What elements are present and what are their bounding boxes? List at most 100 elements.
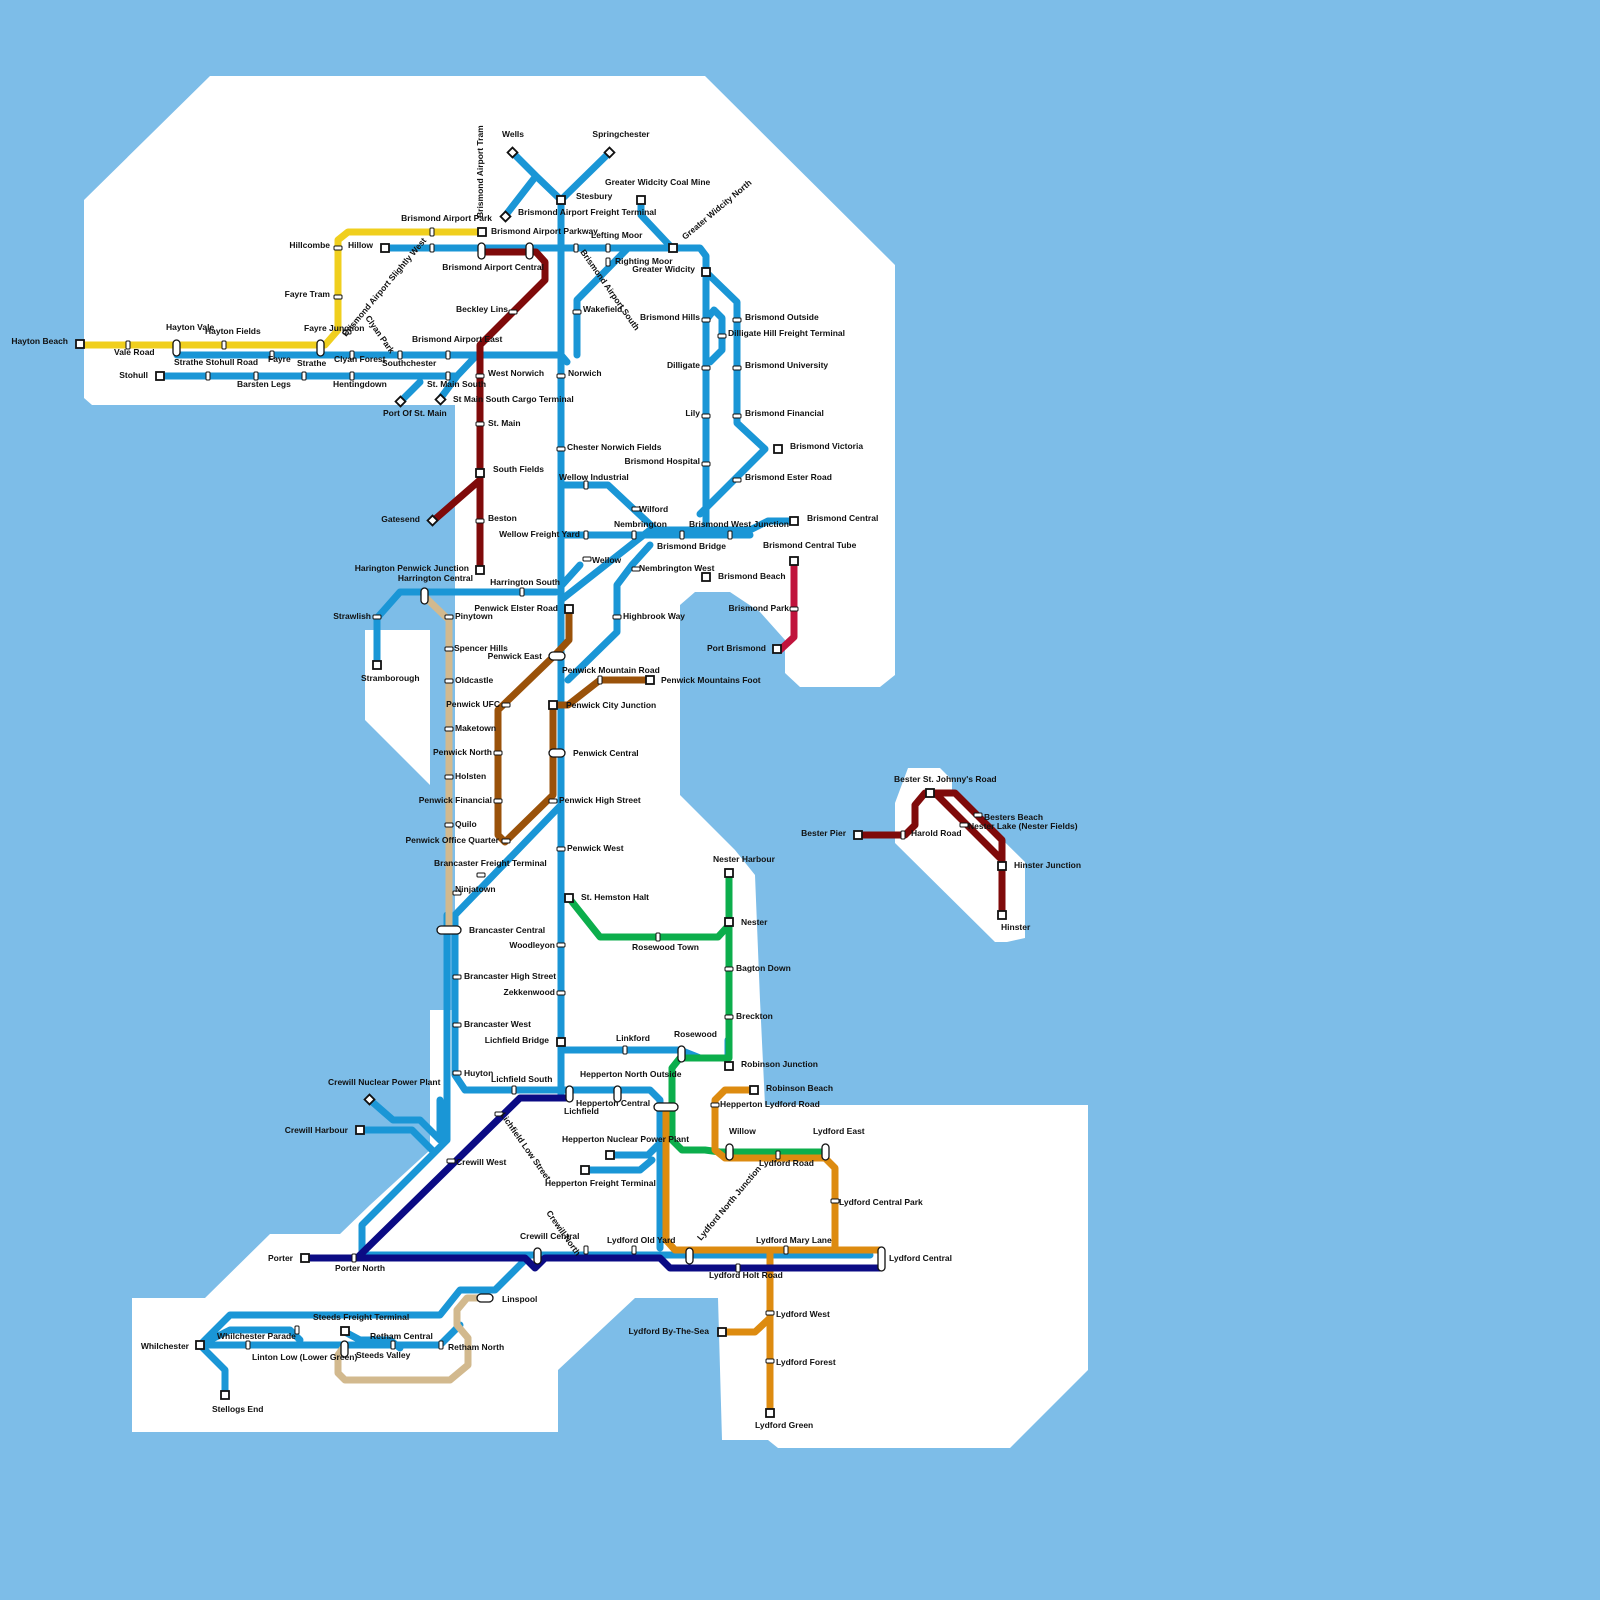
stop-ninjatown[interactable]: [452, 890, 462, 896]
stop-barsten-legs[interactable]: [253, 371, 259, 381]
stop-porter-north[interactable]: [351, 1253, 357, 1263]
stop-quilo[interactable]: [444, 822, 454, 828]
stop-linkford[interactable]: [622, 1045, 628, 1055]
stop-st-main[interactable]: [475, 421, 485, 427]
station-central-tube[interactable]: [789, 556, 799, 566]
station-steeds-valley[interactable]: [340, 1340, 349, 1358]
stop-brismond-west-junction[interactable]: [727, 530, 733, 540]
stop-lydford-old-yard[interactable]: [631, 1245, 637, 1255]
station-stramborough[interactable]: [372, 660, 382, 670]
station-lydford-central[interactable]: [877, 1246, 886, 1272]
stop-highbrook[interactable]: [612, 614, 622, 620]
stop-clyan-park[interactable]: [342, 329, 352, 335]
stop-brismond-hills[interactable]: [701, 317, 711, 323]
station-freight-terminal[interactable]: [499, 210, 512, 223]
station-stellogs-end[interactable]: [220, 1390, 230, 1400]
station-crewill-nuclear[interactable]: [363, 1093, 376, 1106]
station-rosewood[interactable]: [677, 1045, 686, 1063]
stop-lichfield-south[interactable]: [511, 1085, 517, 1095]
stop-brismond-outside[interactable]: [732, 317, 742, 323]
station-nester-harbour[interactable]: [724, 868, 734, 878]
station-hinster-junction[interactable]: [997, 861, 1007, 871]
stop-brismond-financial[interactable]: [732, 413, 742, 419]
stop-clyan-forest[interactable]: [349, 350, 355, 360]
stop-wilford[interactable]: [631, 506, 641, 512]
stop-brancaster-west[interactable]: [452, 1022, 462, 1028]
station-hepperton-central[interactable]: [613, 1085, 622, 1103]
stop-penwick-north[interactable]: [493, 750, 503, 756]
stop-maketown[interactable]: [444, 726, 454, 732]
stop-fayre-tram[interactable]: [333, 294, 343, 300]
stop-harold-road[interactable]: [900, 830, 906, 840]
station-airport-central[interactable]: [525, 242, 534, 260]
station-lichfield-bridge[interactable]: [556, 1037, 566, 1047]
station-hillow[interactable]: [380, 243, 390, 253]
stop-bagton-down[interactable]: [724, 966, 734, 972]
stop-lily[interactable]: [701, 413, 711, 419]
station-brancaster-central[interactable]: [436, 925, 462, 935]
station-penwick-central[interactable]: [548, 748, 566, 758]
stop-vale-road[interactable]: [125, 340, 131, 350]
stop-strawlish[interactable]: [372, 614, 382, 620]
stop-crewill-north[interactable]: [583, 1245, 589, 1255]
stop-breckton[interactable]: [724, 1014, 734, 1020]
station-airport-parkway[interactable]: [477, 242, 486, 260]
stop-lichfield-low-street[interactable]: [494, 1111, 504, 1117]
stop-airport-east[interactable]: [445, 350, 451, 360]
station-stohull[interactable]: [155, 371, 165, 381]
stop-lefting-moor[interactable]: [605, 243, 611, 253]
stop-wellow-industrial[interactable]: [583, 480, 589, 490]
station-coal-mine[interactable]: [636, 195, 646, 205]
station-airport-park[interactable]: [477, 227, 487, 237]
station-lydford-bts[interactable]: [717, 1327, 727, 1337]
stop-spencer-hills[interactable]: [444, 646, 454, 652]
station-greater-widcity[interactable]: [701, 267, 711, 277]
station-crewill-central[interactable]: [533, 1247, 542, 1265]
stop-west-norwich[interactable]: [475, 373, 485, 379]
station-penwick-east[interactable]: [548, 651, 566, 661]
station-greater-widcity-north[interactable]: [668, 243, 678, 253]
stop-penwick-office-quarter[interactable]: [501, 838, 511, 844]
station-hepperton-freight[interactable]: [580, 1165, 590, 1175]
stop-airport-south[interactable]: [573, 243, 579, 253]
stop-oldcastle[interactable]: [444, 678, 454, 684]
stop-brismond-ester-road[interactable]: [732, 477, 742, 483]
stop-beston[interactable]: [475, 518, 485, 524]
station-st-main-cargo[interactable]: [434, 393, 447, 406]
station-stesbury[interactable]: [556, 195, 566, 205]
station-robinson-junction[interactable]: [724, 1061, 734, 1071]
stop-strathe[interactable]: [301, 371, 307, 381]
stop-penwick-west[interactable]: [556, 846, 566, 852]
station-port-brismond[interactable]: [772, 644, 782, 654]
stop-lydford-holt-road[interactable]: [735, 1263, 741, 1273]
stop-rosewood-town[interactable]: [655, 932, 661, 942]
stop-retham-north[interactable]: [438, 1340, 444, 1350]
station-nester[interactable]: [724, 917, 734, 927]
stop-norwich[interactable]: [556, 373, 566, 379]
station-lydford-north-junction[interactable]: [685, 1247, 694, 1265]
stop-brismond-bridge[interactable]: [679, 530, 685, 540]
stop-wellow[interactable]: [582, 556, 592, 562]
station-hepperton-north-outside[interactable]: [653, 1102, 679, 1112]
station-lydford-green[interactable]: [765, 1408, 775, 1418]
stop-airport-park[interactable]: [429, 227, 435, 237]
stop-righting-moor[interactable]: [605, 257, 611, 267]
station-willow[interactable]: [725, 1143, 734, 1161]
stop-penwick-financial[interactable]: [493, 798, 503, 804]
stop-harrington-south[interactable]: [519, 587, 525, 597]
stop-hayton-fields[interactable]: [221, 340, 227, 350]
stop-strathe-stohull[interactable]: [205, 371, 211, 381]
stop-wakefield[interactable]: [572, 309, 582, 315]
stop-brancaster-high-street[interactable]: [452, 974, 462, 980]
station-nuclear[interactable]: [605, 1150, 615, 1160]
station-brismond-beach[interactable]: [701, 572, 711, 582]
stop-brancaster-freight[interactable]: [476, 872, 486, 878]
station-hayton-vale[interactable]: [172, 339, 181, 357]
station-whilchester[interactable]: [195, 1340, 205, 1350]
station-penwick-city-junction[interactable]: [548, 700, 558, 710]
stop-fayre[interactable]: [269, 350, 275, 360]
station-gatesend[interactable]: [426, 514, 439, 527]
stop-lydford-west[interactable]: [765, 1310, 775, 1316]
stop-holsten[interactable]: [444, 774, 454, 780]
stop-beckley-lins[interactable]: [508, 309, 518, 315]
